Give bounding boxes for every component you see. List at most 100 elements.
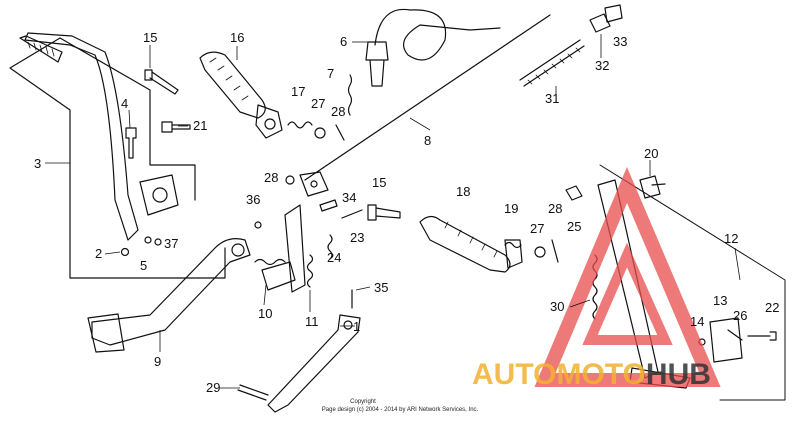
callout-4: 4 [121, 96, 128, 111]
brake-pedal-pad [87, 313, 125, 353]
pin-15-lower [367, 204, 401, 221]
callout-28-upper: 28 [331, 104, 345, 119]
footpeg-18-mount [504, 239, 523, 269]
clamp-block [139, 174, 179, 216]
spring-10 [254, 258, 286, 266]
copyright-notice: Page design (c) 2004 - 2014 by ARI Netwo… [322, 407, 479, 413]
callout-29: 29 [206, 380, 220, 395]
callout-12: 12 [724, 231, 738, 246]
callout-32: 32 [595, 58, 609, 73]
bracket-line-12 [599, 164, 786, 401]
callout-11: 11 [305, 314, 319, 329]
callout-2: 2 [95, 246, 102, 261]
switch-body-6 [365, 41, 389, 87]
leader-lines [45, 34, 741, 389]
callout-33: 33 [613, 34, 627, 49]
callout-28-mid: 28 [264, 170, 278, 185]
bracket-line-right [59, 37, 196, 201]
callout-26: 26 [733, 308, 747, 323]
kick-starter-arm [24, 32, 139, 241]
footpeg-18-teeth [444, 221, 498, 258]
pin-28-mid [285, 175, 295, 185]
footpeg-16 [199, 51, 266, 119]
callout-9: 9 [154, 354, 161, 369]
pin-34 [319, 199, 338, 212]
callout-3: 3 [34, 156, 41, 171]
side-stand-12 [597, 179, 659, 379]
pin-37 [154, 238, 162, 246]
callout-34: 34 [342, 190, 356, 205]
callout-18: 18 [456, 184, 470, 199]
footpeg-16-teeth [209, 57, 249, 101]
watermark-logo: AUTOMOTOHUB [472, 167, 721, 391]
callout-17: 17 [291, 84, 305, 99]
callout-22: 22 [765, 300, 779, 315]
bolt-22 [747, 331, 777, 341]
callout-35: 35 [374, 280, 388, 295]
cap-33 [604, 4, 623, 23]
callout-16: 16 [230, 30, 244, 45]
bolt-4 [125, 127, 137, 159]
spring-29 [237, 384, 269, 401]
callout-1: 1 [353, 319, 360, 334]
bolt-36 [254, 221, 262, 229]
brake-rod-8 [304, 14, 551, 181]
callout-27-upper: 27 [311, 96, 325, 111]
brake-pedal-9 [91, 238, 251, 346]
callout-15-upper: 15 [143, 30, 157, 45]
rod-8-pin [310, 180, 318, 188]
cotter-28-lower [551, 239, 559, 263]
watermark-text: AUTOMOTOHUB [472, 358, 711, 391]
callout-24: 24 [327, 250, 341, 265]
kick-pedal-rubber [19, 35, 63, 63]
washer-27-upper [314, 127, 326, 139]
spring-31 [519, 39, 585, 87]
kick-pedal-ribs [27, 41, 55, 57]
callout-20: 20 [644, 146, 658, 161]
nut-2 [120, 247, 130, 257]
spring-17 [287, 121, 313, 129]
stand-link-1 [267, 314, 361, 413]
callout-10: 10 [258, 306, 272, 321]
callout-37: 37 [164, 236, 178, 251]
callout-7: 7 [327, 66, 334, 81]
pivot-shaft-10 [261, 261, 296, 291]
callout-15-lower: 15 [372, 175, 386, 190]
callout-labels: 1 2 3 4 5 6 7 8 9 10 11 12 13 14 15 15 1… [34, 30, 779, 395]
callout-21: 21 [193, 118, 207, 133]
spring-11 [306, 254, 314, 288]
footpeg-18 [419, 215, 511, 273]
callout-23: 23 [350, 230, 364, 245]
cotter-28-upper [335, 124, 345, 141]
watermark-triangle-outer [534, 167, 721, 387]
spring-31-coils [527, 47, 581, 85]
callout-5: 5 [140, 258, 147, 273]
stand-link-pivot [343, 320, 353, 330]
bolt-20 [639, 175, 666, 199]
copyright-title: Copyright [350, 399, 376, 405]
washer-27-lower [534, 246, 546, 258]
nut-32 [589, 13, 611, 33]
bolt-23 [341, 209, 363, 219]
stand-switch-13 [709, 317, 743, 363]
nut-25 [565, 185, 583, 201]
callout-6: 6 [340, 34, 347, 49]
callout-14: 14 [690, 314, 704, 329]
callout-19: 19 [504, 201, 518, 216]
callout-31: 31 [545, 91, 559, 106]
bracket-line-left [9, 37, 226, 279]
spring-24 [327, 234, 333, 260]
cable-6 [374, 8, 501, 61]
spring-7 [347, 74, 353, 116]
callout-28-lower: 28 [548, 201, 562, 216]
brake-pedal-pivot [231, 243, 245, 257]
clamp-hole [152, 187, 168, 203]
watermark-triangle-inner [582, 242, 673, 345]
pin-15-upper [144, 69, 179, 95]
bolt-21 [161, 121, 191, 133]
pin-26 [727, 329, 743, 341]
callout-25: 25 [567, 219, 581, 234]
callout-30: 30 [550, 299, 564, 314]
